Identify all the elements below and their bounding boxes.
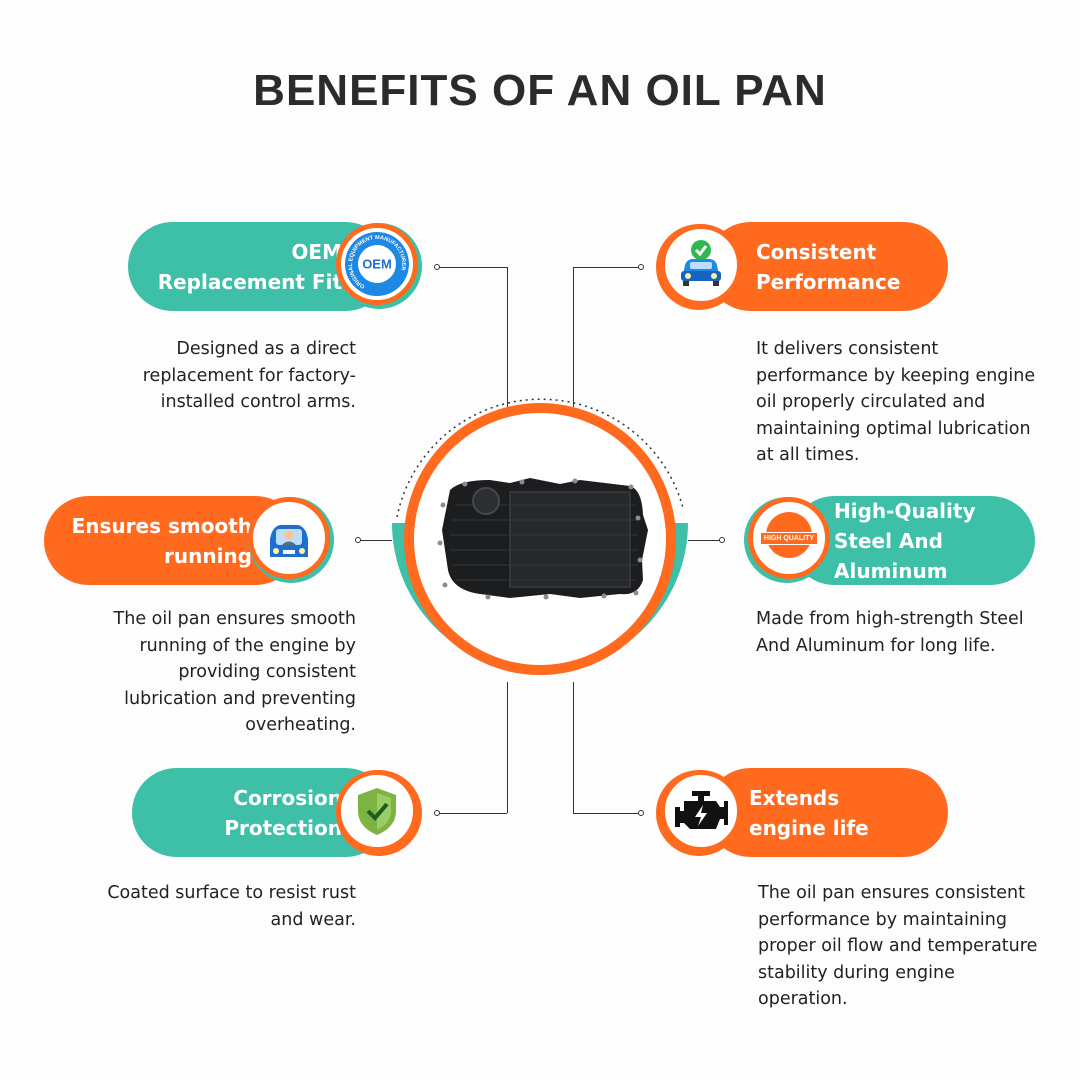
title-line: Performance xyxy=(756,269,901,294)
benefit-oem-description: Designed as a direct replacement for fac… xyxy=(142,339,356,412)
title-line: Replacement Fit xyxy=(157,269,342,294)
benefit-engine-life-title: Extends engine life xyxy=(706,768,948,857)
shield-check-icon xyxy=(358,788,396,835)
oem-seal-icon: ORIGINAL EQUIPMENT MANUFACTURER OEM xyxy=(345,232,409,296)
title-line: Extends xyxy=(749,785,840,810)
high-quality-badge-text: HIGH QUALITY xyxy=(759,531,819,545)
center-graphic xyxy=(380,380,700,700)
oem-badge: ORIGINAL EQUIPMENT MANUFACTURER OEM xyxy=(336,223,422,309)
title-line: Aluminum xyxy=(834,558,948,583)
page-title: BENEFITS OF AN OIL PAN xyxy=(253,66,827,115)
benefit-performance-title: Consistent Performance xyxy=(706,222,948,311)
high-quality-seal-icon: HIGH QUALITY xyxy=(757,509,821,567)
high-quality-badge: HIGH QUALITY xyxy=(744,497,830,583)
title-line: Corrosion xyxy=(233,785,342,810)
benefit-high-quality-title: High-Quality Steel And Aluminum xyxy=(790,496,1035,585)
title-line: Steel And xyxy=(834,528,943,553)
benefit-corrosion-description: Coated surface to resist rust and wear. xyxy=(107,883,356,930)
title-line: High-Quality xyxy=(834,498,976,523)
title-line: Consistent xyxy=(756,239,877,264)
benefit-high-quality-description: Made from high-strength Steel And Alumin… xyxy=(756,609,1024,656)
title-line: running xyxy=(164,543,252,568)
engine-icon xyxy=(675,791,728,829)
benefit-performance-description: It delivers consistent performance by ke… xyxy=(756,339,1036,465)
corrosion-badge xyxy=(336,770,422,856)
title-line: Ensures smooth xyxy=(71,513,252,538)
oil-pan-image xyxy=(437,478,648,600)
benefit-smooth-running-description: The oil pan ensures smooth running of th… xyxy=(113,609,356,735)
title-line: OEM xyxy=(291,239,342,264)
title-line: engine life xyxy=(749,815,869,840)
car-checkmark-icon xyxy=(681,240,721,286)
smooth-running-badge xyxy=(248,497,334,583)
driver-car-icon xyxy=(270,525,308,557)
oem-badge-text: OEM xyxy=(362,257,392,272)
engine-life-badge xyxy=(656,770,742,856)
benefit-engine-life-description: The oil pan ensures consistent performan… xyxy=(758,883,1038,1009)
title-line: Protection xyxy=(224,815,342,840)
performance-badge xyxy=(656,224,742,310)
